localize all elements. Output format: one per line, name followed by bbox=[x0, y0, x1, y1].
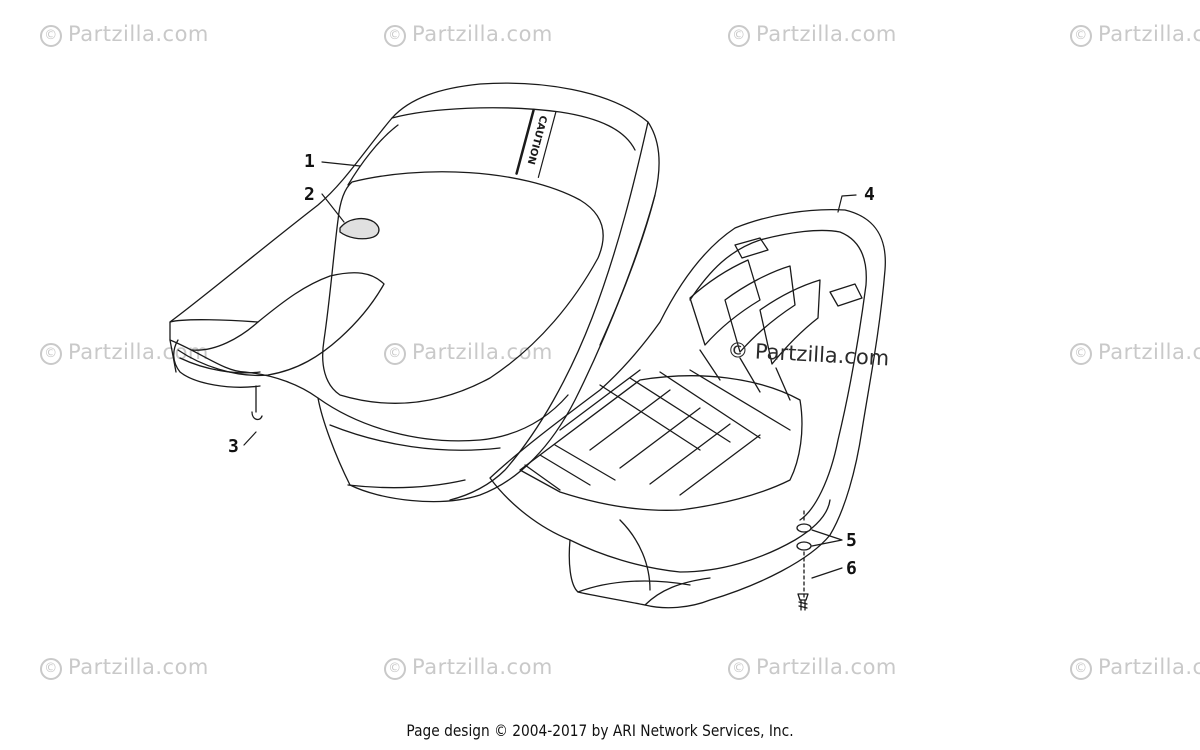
watermark: ©Partzilla.com bbox=[728, 22, 897, 47]
watermark: ©Partzilla.com bbox=[40, 655, 209, 680]
seat-patch-drawing bbox=[339, 217, 380, 240]
leader-lines bbox=[243, 161, 857, 579]
caution-label: CAUTION bbox=[525, 114, 549, 165]
watermark: ©Partzilla.com bbox=[1070, 22, 1200, 47]
callout-4: 4 bbox=[864, 184, 875, 205]
watermark: ©Partzilla.com bbox=[728, 655, 897, 680]
washer-drawing bbox=[796, 509, 812, 601]
screw-drawing bbox=[797, 593, 809, 611]
callout-2: 2 bbox=[304, 184, 315, 205]
callout-1: 1 bbox=[304, 151, 315, 172]
watermark: ©Partzilla.com bbox=[1070, 655, 1200, 680]
callout-5: 5 bbox=[846, 530, 857, 551]
callout-6: 6 bbox=[846, 558, 857, 579]
watermark: ©Partzilla.com bbox=[40, 340, 209, 365]
watermark: ©Partzilla.com bbox=[40, 22, 209, 47]
watermark: ©Partzilla.com bbox=[1070, 340, 1200, 365]
watermark: ©Partzilla.com bbox=[384, 655, 553, 680]
callout-3: 3 bbox=[228, 436, 239, 457]
seat-drawing: CAUTION bbox=[169, 82, 660, 503]
seat-latch-drawing bbox=[251, 385, 263, 421]
watermark: ©Partzilla.com bbox=[384, 340, 553, 365]
copyright-footer: Page design © 2004-2017 by ARI Network S… bbox=[406, 721, 794, 740]
watermark: ©Partzilla.com bbox=[384, 22, 553, 47]
